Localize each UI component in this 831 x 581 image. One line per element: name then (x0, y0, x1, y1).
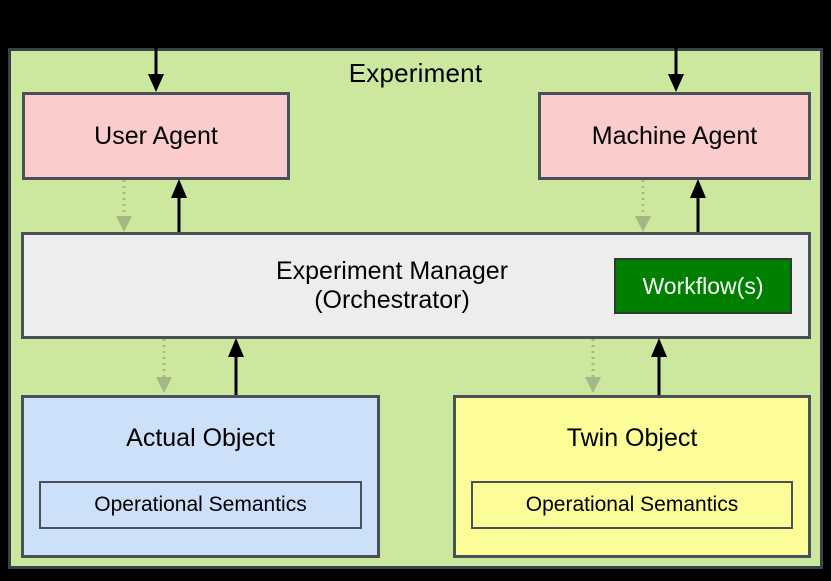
edge-manager-to-actual-object-arrow (155, 339, 173, 395)
edge-manager-to-user-agent-arrow (170, 178, 188, 234)
edge-machine-agent-to-manager-arrow (634, 180, 652, 234)
edge-external-to-user-agent-arrow (147, 40, 165, 94)
node-twin-object[interactable]: Twin Object Operational Semantics (453, 395, 811, 558)
workflow-badge[interactable]: Workflow(s) (614, 258, 792, 314)
twin-object-label: Twin Object (566, 424, 698, 452)
experiment-manager-line2: (Orchestrator) (314, 285, 470, 314)
twin-object-operational-semantics: Operational Semantics (471, 481, 793, 529)
experiment-manager-line1: Experiment Manager (275, 256, 509, 285)
actual-object-operational-semantics: Operational Semantics (39, 481, 362, 529)
node-machine-agent[interactable]: Machine Agent (538, 92, 811, 180)
node-experiment-manager[interactable]: Experiment Manager (Orchestrator) Workfl… (21, 232, 811, 339)
actual-object-label: Actual Object (126, 424, 275, 452)
edge-manager-to-twin-object-arrow (584, 339, 602, 395)
edge-manager-to-machine-agent-arrow (689, 178, 707, 234)
edge-external-to-machine-agent-arrow (667, 40, 685, 94)
machine-agent-label: Machine Agent (591, 121, 758, 150)
experiment-manager-label: Experiment Manager (Orchestrator) (276, 257, 508, 315)
user-agent-label: User Agent (94, 121, 218, 150)
page-title: Experiment (348, 58, 483, 88)
edge-actual-object-to-manager-arrow (227, 337, 245, 395)
edge-user-agent-to-manager-arrow (115, 180, 133, 234)
edge-twin-object-to-manager-arrow (650, 337, 668, 395)
node-user-agent[interactable]: User Agent (22, 92, 290, 180)
node-actual-object[interactable]: Actual Object Operational Semantics (21, 395, 380, 558)
